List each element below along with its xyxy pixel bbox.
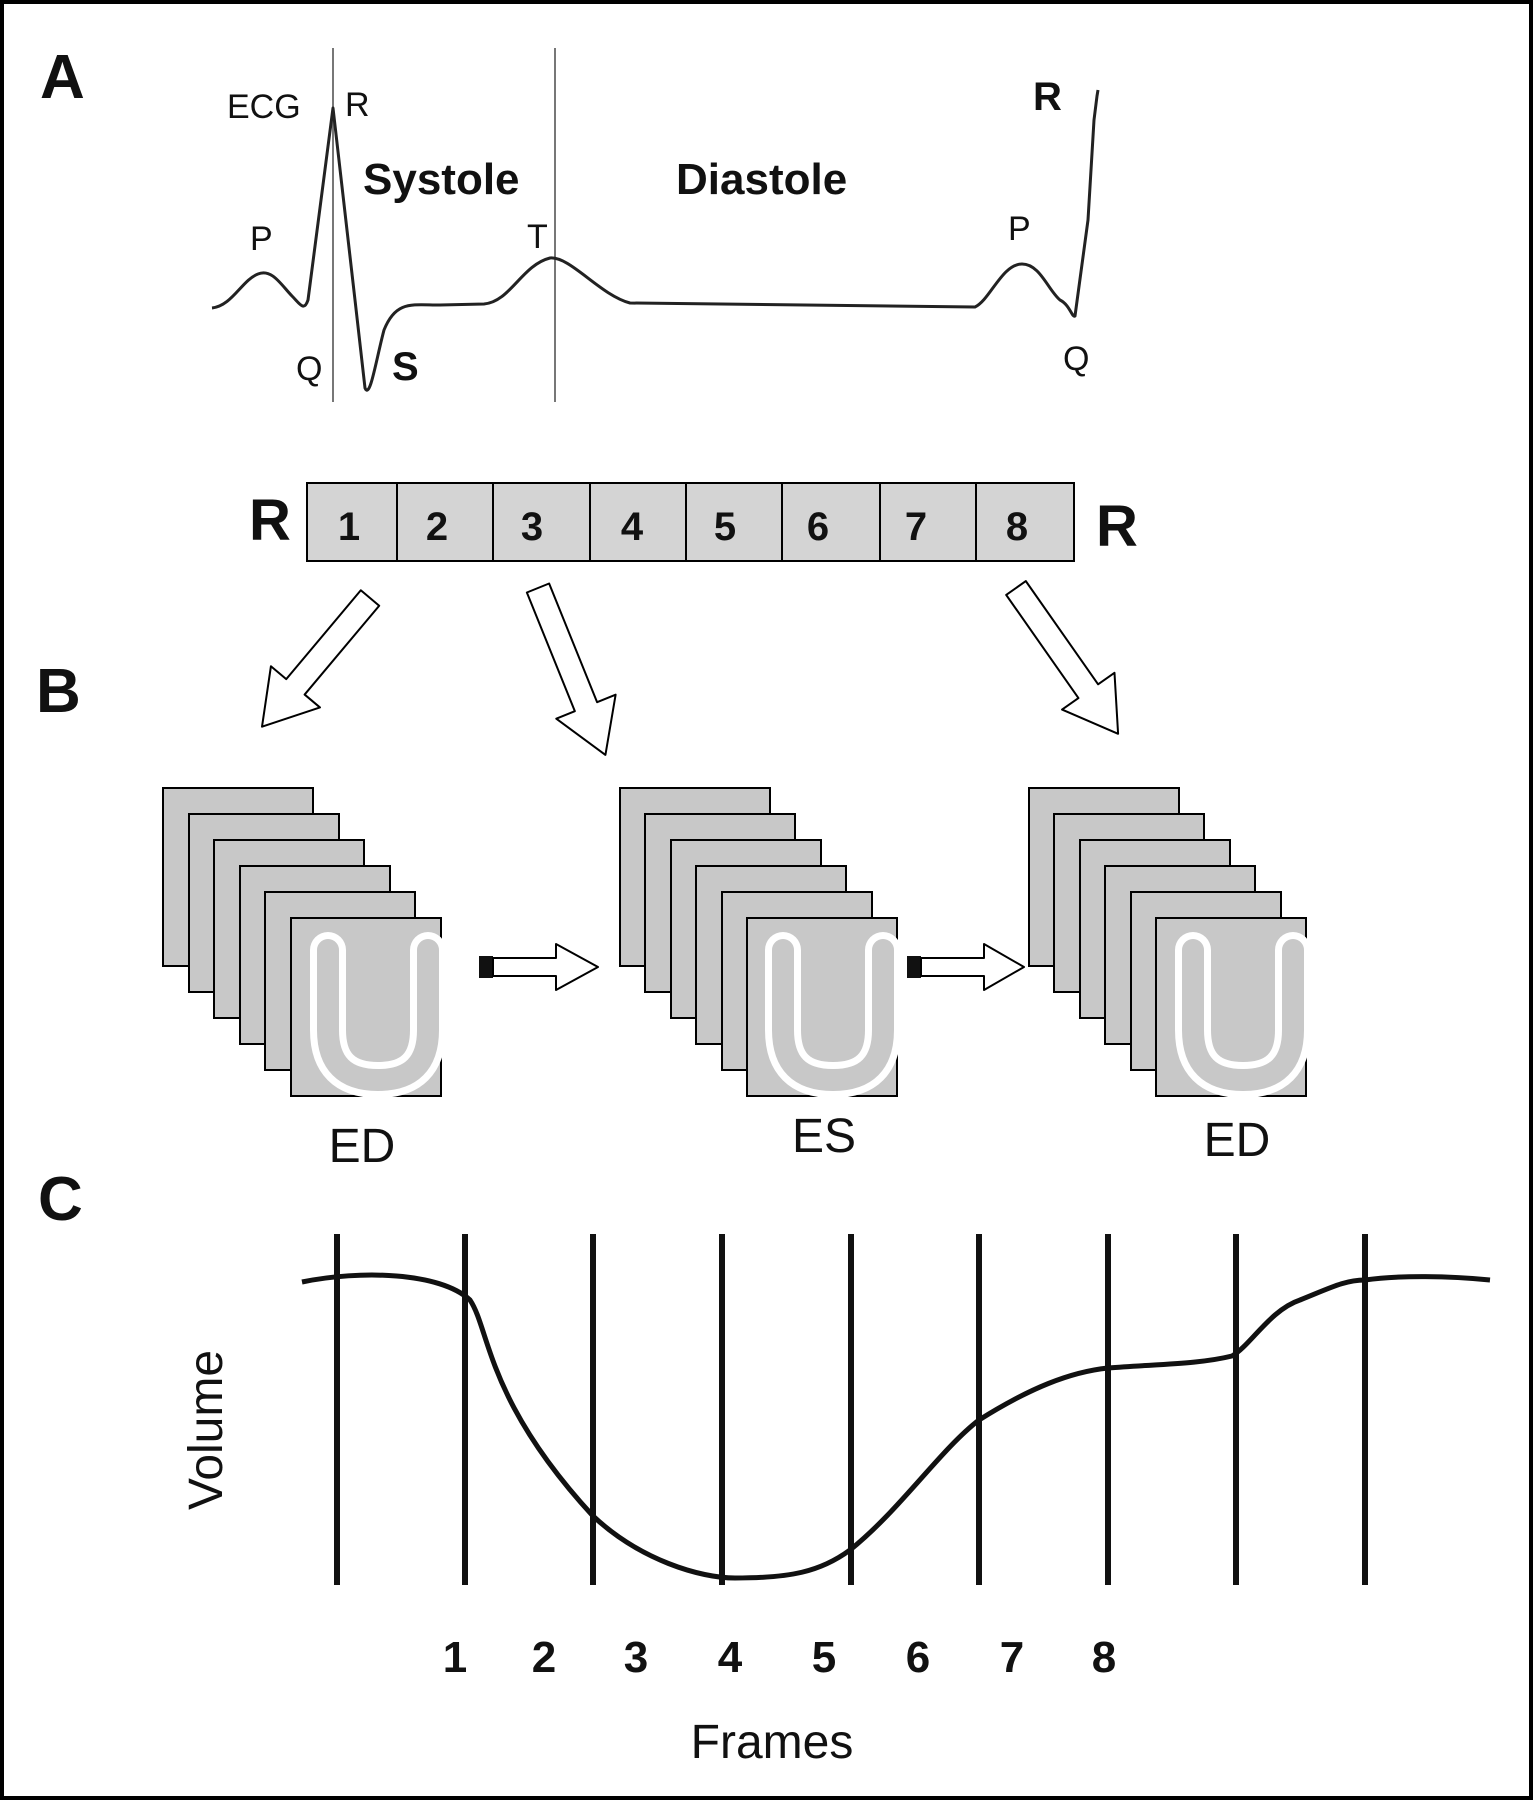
ecg-r-label-end: R xyxy=(1033,75,1062,119)
frame-cell-5: 5 xyxy=(714,505,736,549)
slice-stack-ed-first xyxy=(162,787,441,1096)
ecg-q-label: Q xyxy=(296,350,322,388)
frame-cell-8: 8 xyxy=(1006,505,1028,549)
frame-cell-2: 2 xyxy=(426,505,448,549)
systole-label: Systole xyxy=(363,155,520,204)
panel-label-c: C xyxy=(38,1165,83,1234)
x-tick-5: 5 xyxy=(812,1633,836,1682)
frame-lines xyxy=(334,1234,1368,1585)
frame-strip: 1 2 3 4 5 6 7 8 xyxy=(306,482,1075,562)
volume-curve xyxy=(301,1272,1491,1581)
x-tick-3: 3 xyxy=(624,1633,648,1682)
frame-cell-3: 3 xyxy=(521,505,543,549)
ecg-label: ECG xyxy=(227,88,301,126)
ecg-waveform xyxy=(211,89,1100,392)
ecg-s-label: S xyxy=(392,345,419,389)
frame-cell-1: 1 xyxy=(338,505,360,549)
arrow-frame-8-icon xyxy=(1005,580,1120,735)
frame-cell-6: 6 xyxy=(807,505,829,549)
ecg-t-label: T xyxy=(527,218,548,256)
frame-strip-box xyxy=(306,482,1075,562)
panel-label-a: A xyxy=(40,43,85,112)
frame-cell-7: 7 xyxy=(905,505,927,549)
ecg-p-label: P xyxy=(250,220,273,258)
stack-label-ed-last: ED xyxy=(1204,1114,1271,1167)
ecg-r-label: R xyxy=(345,86,370,124)
x-tick-4: 4 xyxy=(718,1633,743,1682)
ecg-trace xyxy=(211,48,1100,402)
x-tick-2: 2 xyxy=(532,1633,556,1682)
panel-label-b: B xyxy=(36,657,81,726)
diastole-label: Diastole xyxy=(676,155,847,204)
stack-label-ed-first: ED xyxy=(329,1120,396,1173)
x-tick-8: 8 xyxy=(1092,1633,1116,1682)
arrow-ed-to-es-icon xyxy=(479,943,599,991)
strip-r-left: R xyxy=(249,488,291,553)
arrow-frame-3-icon xyxy=(525,582,617,756)
x-tick-6: 6 xyxy=(906,1633,930,1682)
strip-r-right: R xyxy=(1096,494,1138,559)
slice-stack-ed-last xyxy=(1028,787,1306,1096)
ecg-p-label-end: P xyxy=(1008,210,1031,248)
arrow-frame-1-icon xyxy=(261,589,381,728)
ecg-q-label-end: Q xyxy=(1063,340,1089,378)
stack-label-es: ES xyxy=(792,1110,856,1163)
x-tick-1: 1 xyxy=(443,1633,467,1682)
x-axis-label: Frames xyxy=(691,1716,854,1769)
frame-cell-4: 4 xyxy=(621,505,644,549)
x-tick-7: 7 xyxy=(1000,1633,1024,1682)
y-axis-label: Volume xyxy=(180,1350,233,1510)
volume-chart xyxy=(301,1234,1491,1585)
slice-stack-es xyxy=(619,787,897,1096)
arrow-es-to-ed-icon xyxy=(907,943,1025,991)
